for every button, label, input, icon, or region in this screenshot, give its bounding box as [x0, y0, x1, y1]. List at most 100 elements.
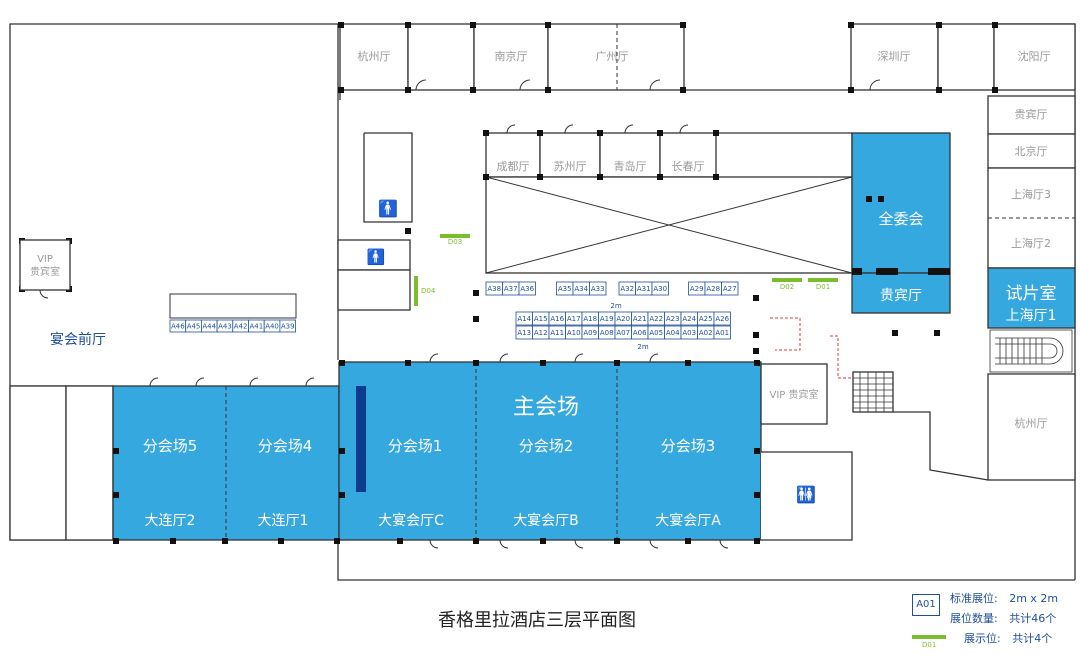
legend-display-label: 展示位: [964, 632, 1001, 645]
room-chengdu: 成都厅 [497, 160, 530, 173]
display-d02 [772, 278, 802, 282]
booth-a36 [518, 281, 536, 296]
room-qingdao: 青岛厅 [614, 159, 647, 173]
label-banquet-lobby: 宴会前厅 [50, 331, 106, 348]
label-shanghai1: 上海厅1 [1006, 308, 1057, 324]
booth-label: A02 [699, 329, 713, 337]
hall-main [338, 361, 762, 541]
display-d03-label: D03 [448, 238, 462, 246]
booth-label: A18 [583, 315, 597, 323]
label-fen1: 分会场1 [388, 437, 443, 455]
hall-pillars [113, 360, 760, 544]
label-shipianshi: 试片室 [1006, 284, 1057, 304]
display-d01-label: D01 [816, 283, 830, 291]
booth-label: A38 [487, 285, 501, 293]
room-shanghai2: 上海厅2 [1011, 236, 1051, 250]
label-fen2: 分会场2 [519, 437, 574, 455]
booth-label: A44 [202, 323, 216, 331]
room-nanjing: 南京厅 [495, 49, 528, 63]
vip-left-line2: 贵宾室 [30, 265, 60, 278]
top-rooms [339, 23, 1076, 91]
booth-label: A41 [249, 323, 263, 331]
booth-label: A10 [567, 329, 581, 337]
legend-std: 标准展位: 2m x 2m [950, 590, 1058, 606]
booth-label: A07 [616, 329, 630, 337]
room-shanghai3: 上海厅3 [1011, 187, 1051, 201]
booth-label: A30 [653, 285, 667, 293]
booth-label: A06 [633, 329, 647, 337]
booth-a01 [713, 325, 731, 340]
booth-label: A32 [620, 285, 634, 293]
legend-count-label: 展位数量: [950, 612, 998, 625]
bottom-left-utility [9, 385, 114, 541]
restroom-blocks [337, 132, 413, 311]
booth-label: A40 [265, 323, 279, 331]
booth-a30 [651, 281, 669, 296]
room-guangzhou: 广州厅 [596, 50, 629, 63]
restroom-icon: 🚹 [378, 199, 398, 218]
service-area [760, 363, 894, 541]
room-vip-center: VIP 贵宾室 [770, 388, 819, 401]
booth-label: A09 [583, 329, 597, 337]
booth-a26 [713, 311, 731, 326]
room-vip-left [19, 239, 71, 291]
label-fen5: 分会场5 [143, 437, 198, 455]
display-d03 [440, 234, 470, 238]
label-quanweihui: 全委会 [878, 210, 923, 228]
label-fen4: 分会场4 [258, 437, 313, 455]
label-dalian1: 大连厅1 [258, 513, 309, 529]
booth-label: A12 [534, 329, 548, 337]
legend-display-sample: D01 [922, 641, 937, 649]
label-dalian2: 大连厅2 [145, 513, 196, 529]
room-hangzhou-right: 杭州厅 [1015, 416, 1048, 430]
display-d04-label: D04 [421, 287, 436, 295]
legend-count: 展位数量: 共计46个 [950, 610, 1056, 626]
display-d02-label: D02 [780, 283, 794, 291]
booth-label: A45 [187, 323, 201, 331]
booth-label: A34 [574, 285, 588, 293]
booth-label: A19 [600, 315, 614, 323]
booth-label: A27 [723, 285, 737, 293]
booth-label: A01 [715, 329, 729, 337]
booth-label: A36 [520, 285, 534, 293]
void-cross-2 [485, 176, 853, 274]
booth-a27 [721, 281, 739, 296]
central-block [485, 132, 853, 274]
room-guibin-right: 贵宾厅 [1015, 107, 1048, 121]
hall-quanweihui [851, 132, 951, 274]
restroom-icon-3: 🚻 [796, 485, 816, 504]
vip-left-line1: VIP [37, 254, 53, 265]
booth-label: A15 [534, 315, 548, 323]
legend-std-value: 2m x 2m [1009, 592, 1059, 605]
legend-booth-sample: A01 [912, 594, 940, 616]
booth-label: A39 [281, 323, 295, 331]
legend-std-label: 标准展位: [950, 592, 998, 605]
booth-label: A16 [550, 315, 564, 323]
room-hangzhou: 杭州厅 [358, 49, 391, 63]
booth-label: A14 [517, 315, 531, 323]
booth-label: A25 [699, 315, 713, 323]
label-dayanB: 大宴会厅B [513, 512, 579, 529]
label-fen3: 分会场3 [661, 437, 716, 455]
label-main-hall: 主会场 [513, 395, 579, 420]
hall-guibinting [851, 272, 951, 314]
booth-label: A33 [591, 285, 605, 293]
booth-label: A05 [649, 329, 663, 337]
booth-label: A29 [690, 285, 704, 293]
booth-label: A23 [666, 315, 680, 323]
aisle-label-upper: 2m [610, 302, 621, 310]
booth-label: A46 [171, 323, 185, 331]
booth-label: A42 [234, 323, 248, 331]
booth-label: A20 [616, 315, 630, 323]
evacuation-arrows [770, 317, 852, 379]
booth-label: A24 [682, 315, 696, 323]
legend-count-value: 共计46个 [1009, 612, 1057, 625]
plan-title: 香格里拉酒店三层平面图 [438, 610, 636, 631]
room-changchun: 长春厅 [672, 160, 705, 173]
floor-plan: 杭州厅 南京厅 广州厅 深圳厅 沈阳厅 贵宾厅 北京厅 上海厅3 上海厅2 杭州… [9, 22, 1076, 581]
legend-display: 展示位: 共计4个 [964, 630, 1052, 646]
booth-label: A17 [567, 315, 581, 323]
booth-label: A22 [649, 315, 663, 323]
